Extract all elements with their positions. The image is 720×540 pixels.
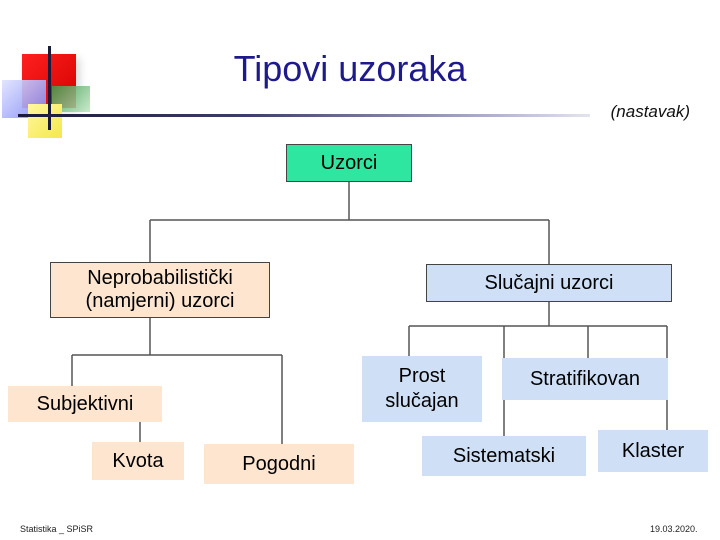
node-stratified-label: Stratifikovan xyxy=(529,367,641,390)
node-convenience-label: Pogodni xyxy=(242,452,316,475)
node-random-label: Slučajni uzorci xyxy=(484,271,614,294)
node-subjective-label: Subjektivni xyxy=(36,392,134,415)
node-nonprobability: Neprobabilistički (namjerni) uzorci xyxy=(50,262,270,318)
node-quota: Kvota xyxy=(92,442,184,480)
node-cluster: Klaster xyxy=(598,430,708,472)
node-simple-random-label: Prost slučajan xyxy=(385,365,459,412)
slide-title: Tipovi uzoraka xyxy=(233,48,467,89)
node-random: Slučajni uzorci xyxy=(426,264,672,302)
node-uzorci: Uzorci xyxy=(286,144,412,182)
slide-subtitle: (nastavak) xyxy=(610,102,690,121)
logo-vertical-line xyxy=(48,46,51,130)
node-cluster-label: Klaster xyxy=(621,439,685,462)
node-systematic: Sistematski xyxy=(422,436,586,476)
node-stratified: Stratifikovan xyxy=(502,358,668,400)
node-uzorci-label: Uzorci xyxy=(320,151,378,174)
footer-date: 19.03.2020. xyxy=(650,524,698,534)
node-nonprobability-label: Neprobabilistički (namjerni) uzorci xyxy=(85,267,235,312)
logo-yellow-square xyxy=(28,104,62,138)
node-simple-random: Prost slučajan xyxy=(362,356,482,422)
title-underline xyxy=(18,114,590,117)
node-systematic-label: Sistematski xyxy=(452,444,556,467)
node-convenience: Pogodni xyxy=(204,444,354,484)
footer-course: Statistika _ SPiSR xyxy=(20,524,94,534)
node-subjective: Subjektivni xyxy=(8,386,162,422)
node-quota-label: Kvota xyxy=(112,449,164,472)
